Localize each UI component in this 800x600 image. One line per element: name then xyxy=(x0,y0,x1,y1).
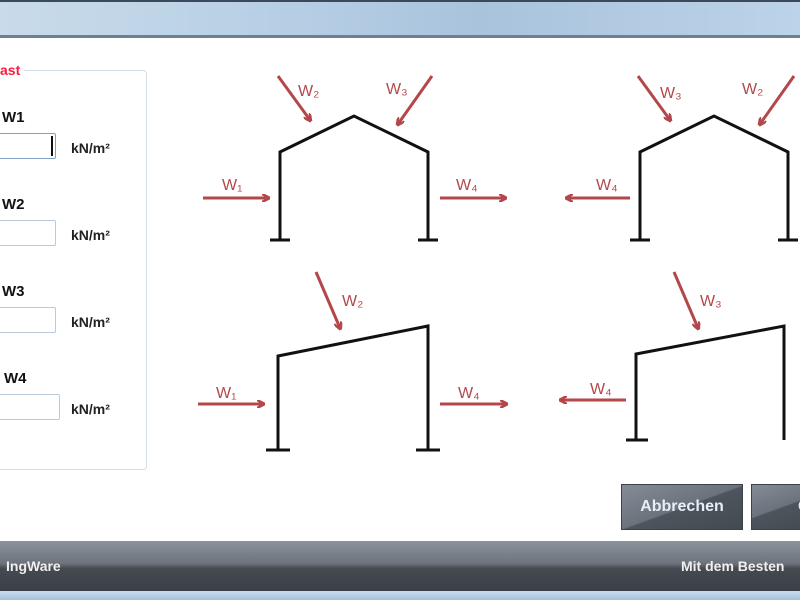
w1-label: W1 xyxy=(2,109,25,126)
label-w2: W₂ xyxy=(298,83,319,100)
w2-input[interactable] xyxy=(0,220,56,246)
w4-input[interactable] xyxy=(0,394,60,420)
text-caret xyxy=(51,136,53,156)
arrow-w2 xyxy=(314,271,340,328)
label-w1: W₁ xyxy=(216,385,237,402)
ok-button[interactable]: O xyxy=(751,484,800,530)
label-w2: W₂ xyxy=(742,81,763,98)
wind-load-group xyxy=(0,70,147,470)
label-w2: W₂ xyxy=(342,293,363,310)
frame-gable-left xyxy=(270,114,438,242)
arrow-w2 xyxy=(760,75,796,124)
w1-input[interactable] xyxy=(0,133,56,159)
label-w4: W₄ xyxy=(456,177,478,194)
w4-label: W4 xyxy=(4,370,27,387)
label-w4: W₄ xyxy=(590,381,612,398)
label-w3: W₃ xyxy=(660,85,682,102)
w1-unit: kN/m² xyxy=(71,140,110,156)
label-w3: W₃ xyxy=(700,293,722,310)
arrow-w3 xyxy=(672,271,698,328)
frame-mono-left xyxy=(266,324,440,452)
frame-mono-right xyxy=(626,324,786,442)
label-w4: W₄ xyxy=(458,385,480,402)
wind-load-diagrams: W₁ W₂ W₃ W₄ W₄ W₃ W₂ W₁ W₂ W₄ W₄ W₃ xyxy=(198,75,798,452)
w4-unit: kN/m² xyxy=(71,401,110,417)
label-w4: W₄ xyxy=(596,177,618,194)
footer-bar: IngWare Mit dem Besten xyxy=(0,541,800,591)
label-w1: W₁ xyxy=(222,177,243,194)
w2-unit: kN/m² xyxy=(71,227,110,243)
arrow-w3 xyxy=(398,75,434,124)
footer-slogan: Mit dem Besten xyxy=(681,558,785,574)
label-w3: W₃ xyxy=(386,81,408,98)
w2-label: W2 xyxy=(2,196,25,213)
cancel-button[interactable]: Abbrechen xyxy=(621,484,743,530)
arrow-w2 xyxy=(276,75,310,120)
w3-unit: kN/m² xyxy=(71,314,110,330)
window-bottom-border xyxy=(0,591,800,600)
footer-brand: IngWare xyxy=(6,558,61,574)
arrow-w3 xyxy=(636,75,670,120)
group-title: ast xyxy=(0,62,25,78)
w3-label: W3 xyxy=(2,283,25,300)
frame-gable-right xyxy=(630,114,798,242)
w3-input[interactable] xyxy=(0,307,56,333)
window-titlebar xyxy=(0,0,800,38)
